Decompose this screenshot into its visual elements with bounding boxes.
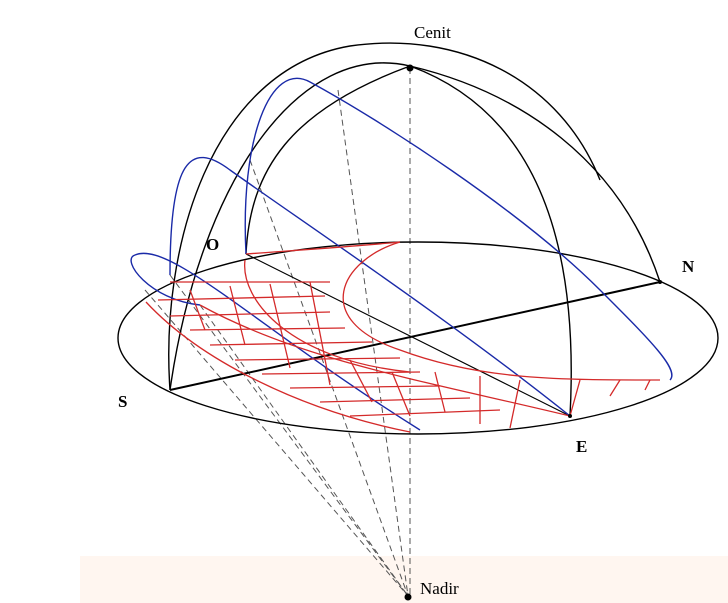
meridian-arc [169, 62, 661, 391]
zenith-label: Cenit [414, 23, 451, 42]
dome-meridians [168, 42, 661, 417]
horizon-ellipse [117, 241, 719, 435]
sun-path-summer [244, 77, 673, 381]
grid-tick [349, 359, 373, 403]
grid-tick [391, 371, 411, 417]
meridian-arc [168, 42, 601, 391]
grid-tick [644, 379, 651, 391]
grid-tick [569, 379, 581, 417]
nadir-point [404, 593, 412, 601]
grid-curve [342, 241, 661, 381]
west-east-line [245, 253, 571, 417]
grid-curve [145, 301, 411, 433]
west-label: O [206, 235, 219, 254]
projection-ray [337, 89, 409, 597]
north-label: N [682, 257, 695, 276]
grid-line [189, 327, 346, 331]
nadir-label: Nadir [420, 579, 459, 598]
east-label: E [576, 437, 587, 456]
grid-tick [609, 379, 621, 397]
grid-curve [245, 241, 401, 255]
grid-line [157, 295, 326, 301]
grid-tick [509, 379, 521, 429]
grid-tick [229, 285, 246, 346]
grid-line [234, 357, 401, 361]
sun-paths [130, 77, 673, 431]
sun-path-equinox [169, 156, 571, 417]
grid-line [261, 371, 421, 375]
grid-curve [199, 304, 571, 417]
bottom-tint [80, 556, 728, 603]
north-point [658, 280, 662, 284]
grid-tick [189, 289, 206, 331]
projection-ray [144, 289, 409, 597]
zenith-point [406, 64, 414, 72]
grid-line [349, 409, 501, 417]
grid-line [319, 397, 471, 403]
grid-tick [269, 283, 291, 369]
grid-tick [309, 281, 331, 386]
projection-rays [144, 89, 409, 597]
grid-line [169, 311, 331, 317]
grid-line [289, 385, 441, 389]
grid-line [209, 341, 373, 346]
south-north-line [169, 281, 661, 391]
grid-tick [434, 371, 446, 413]
east-point [568, 414, 572, 418]
south-label: S [118, 392, 127, 411]
projection-ray [169, 274, 409, 597]
projection-grid [145, 241, 661, 433]
meridian-arc [245, 65, 572, 417]
